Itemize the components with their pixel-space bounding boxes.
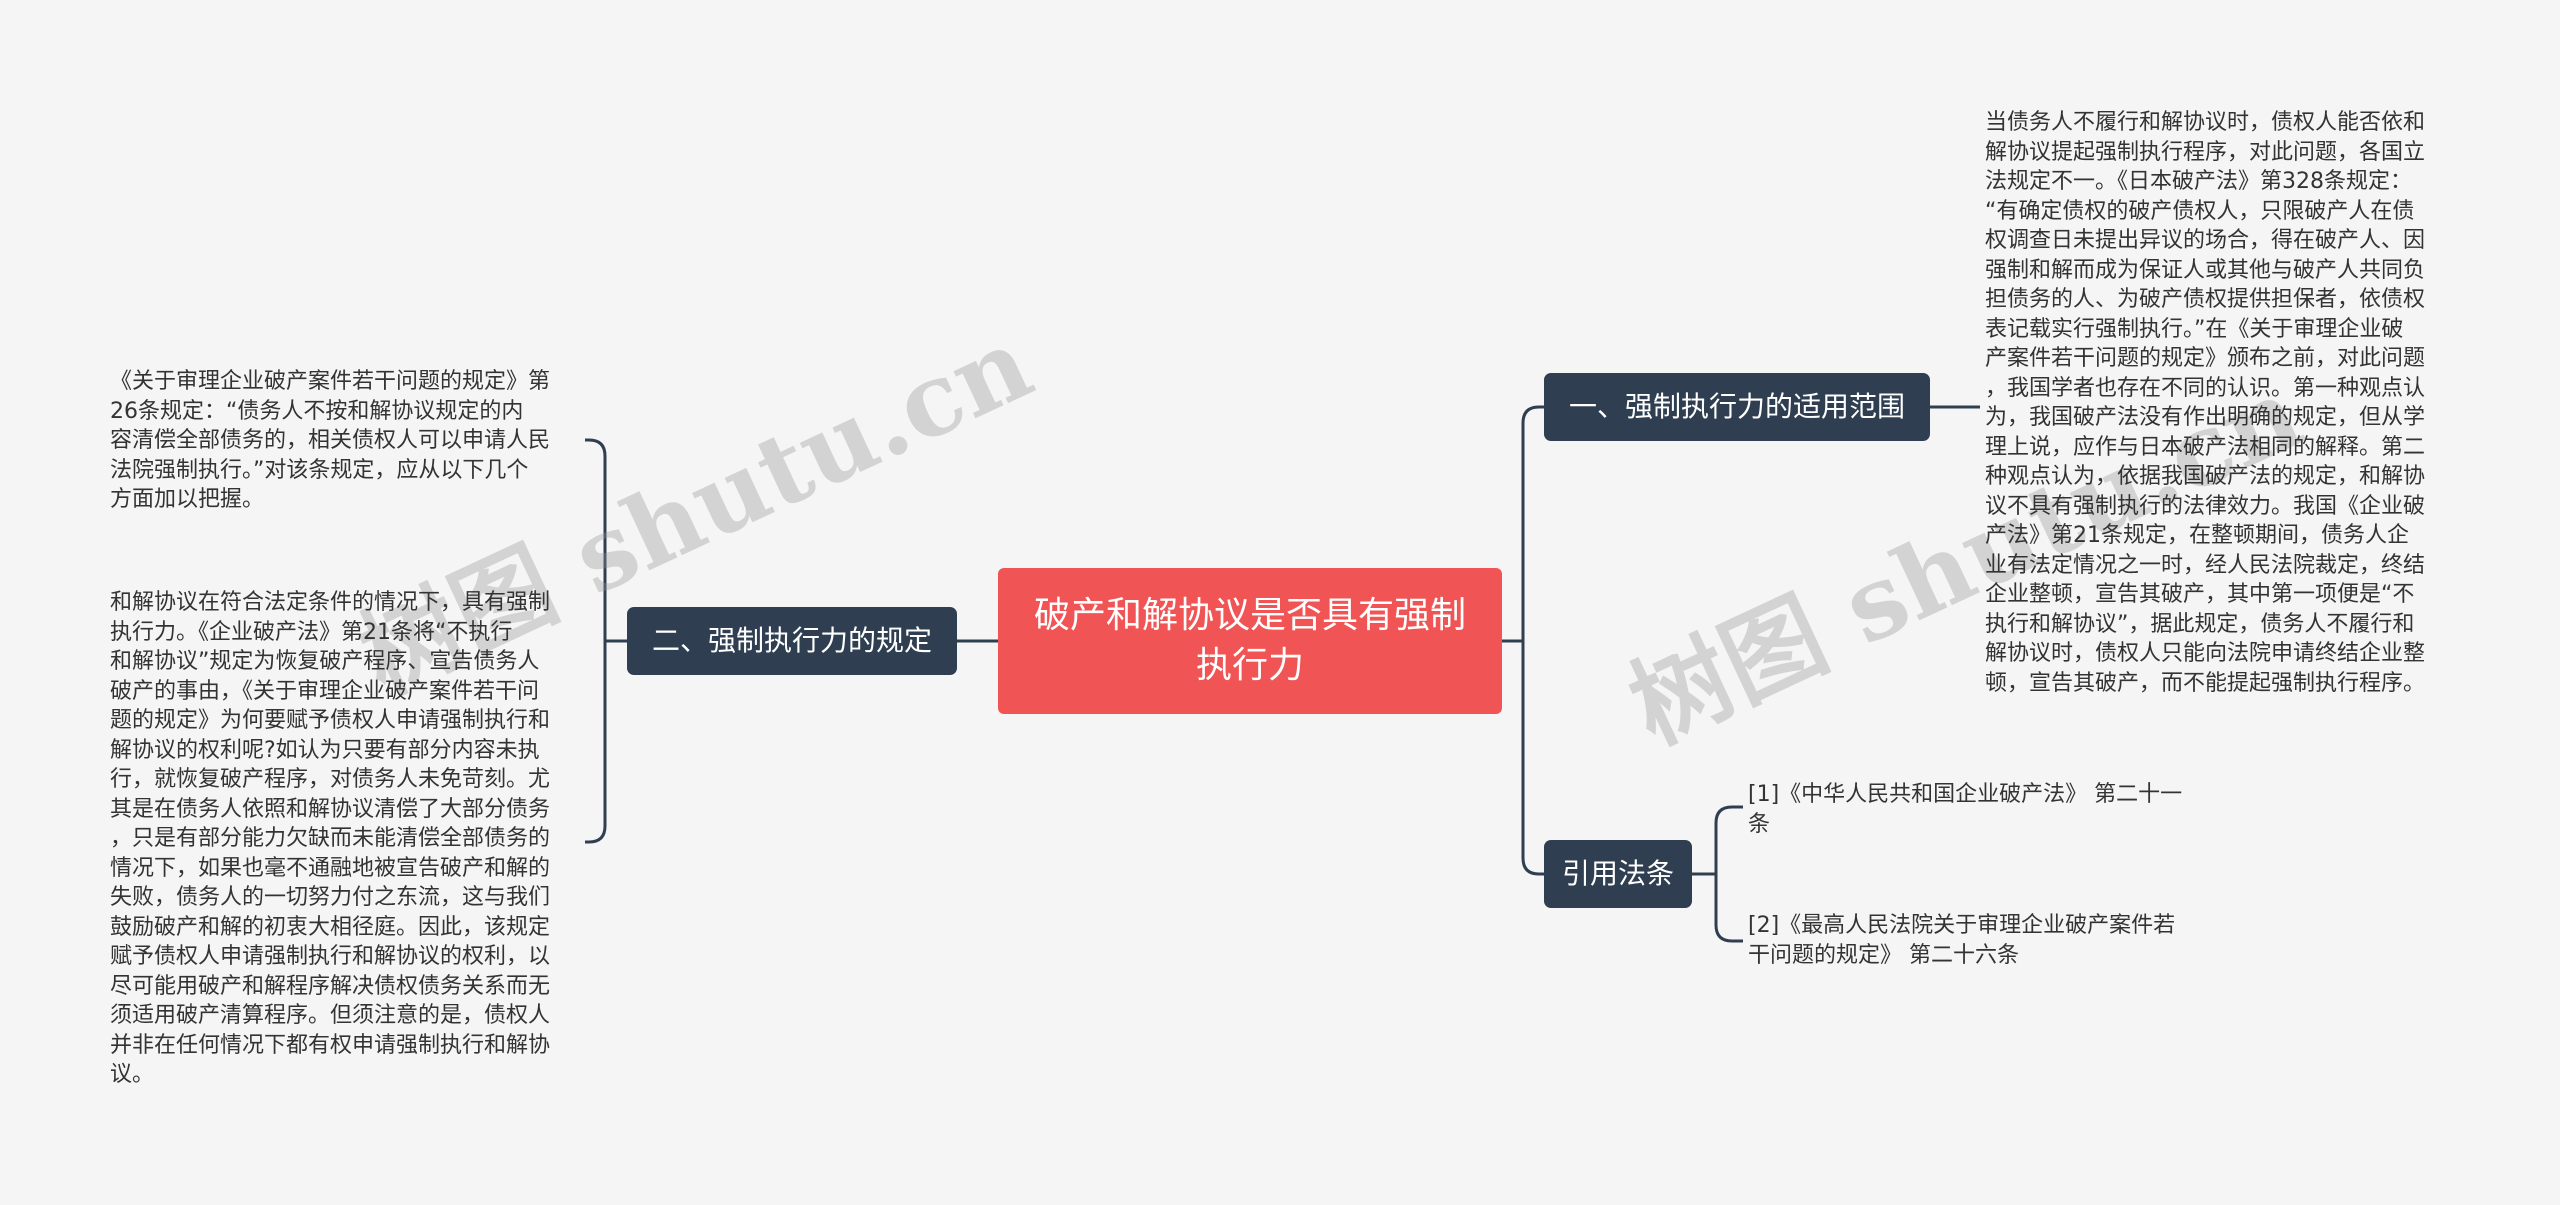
branch-topic-label: 一、强制执行力的适用范围 xyxy=(1568,390,1905,423)
branch-topic-scope[interactable]: 一、强制执行力的适用范围 xyxy=(1544,373,1930,441)
leaf-text-citation-2[interactable]: [2]《最高人民法院关于审理企业破产案件若 干问题的规定》 第二十六条 xyxy=(1748,913,2176,968)
branch-topic-provisions[interactable]: 二、强制执行力的规定 xyxy=(627,607,957,675)
root-topic-label: 破产和解协议是否具有强制执行力 xyxy=(1033,595,1466,686)
leaf-text-enforcement[interactable]: 和解协议在符合法定条件的情况下，具有强制 执行力。《企业破产法》第21条将“不执… xyxy=(110,590,551,1087)
connector-trunk-right xyxy=(1521,405,1544,641)
branch-topic-label: 二、强制执行力的规定 xyxy=(651,624,932,657)
branch-topic-cited-laws[interactable]: 引用法条 xyxy=(1544,840,1692,908)
leaf-text-scope[interactable]: 当债务人不履行和解协议时，债权人能否依和 解协议提起强制执行程序，对此问题，各国… xyxy=(1985,110,2426,696)
root-topic[interactable]: 破产和解协议是否具有强制执行力 xyxy=(998,568,1502,714)
branch-topic-label: 引用法条 xyxy=(1561,857,1674,890)
connector-b3-bracket xyxy=(1692,805,1743,943)
connector-b2-bracket xyxy=(585,438,627,844)
leaf-text-article-26[interactable]: 《关于审理企业破产案件若干问题的规定》第 26条规定：“债务人不按和解协议规定的… xyxy=(110,369,551,512)
connector-trunk-right-lower xyxy=(1521,641,1544,876)
leaf-text-citation-1[interactable]: [1]《中华人民共和国企业破产法》 第二十一 条 xyxy=(1748,782,2183,837)
